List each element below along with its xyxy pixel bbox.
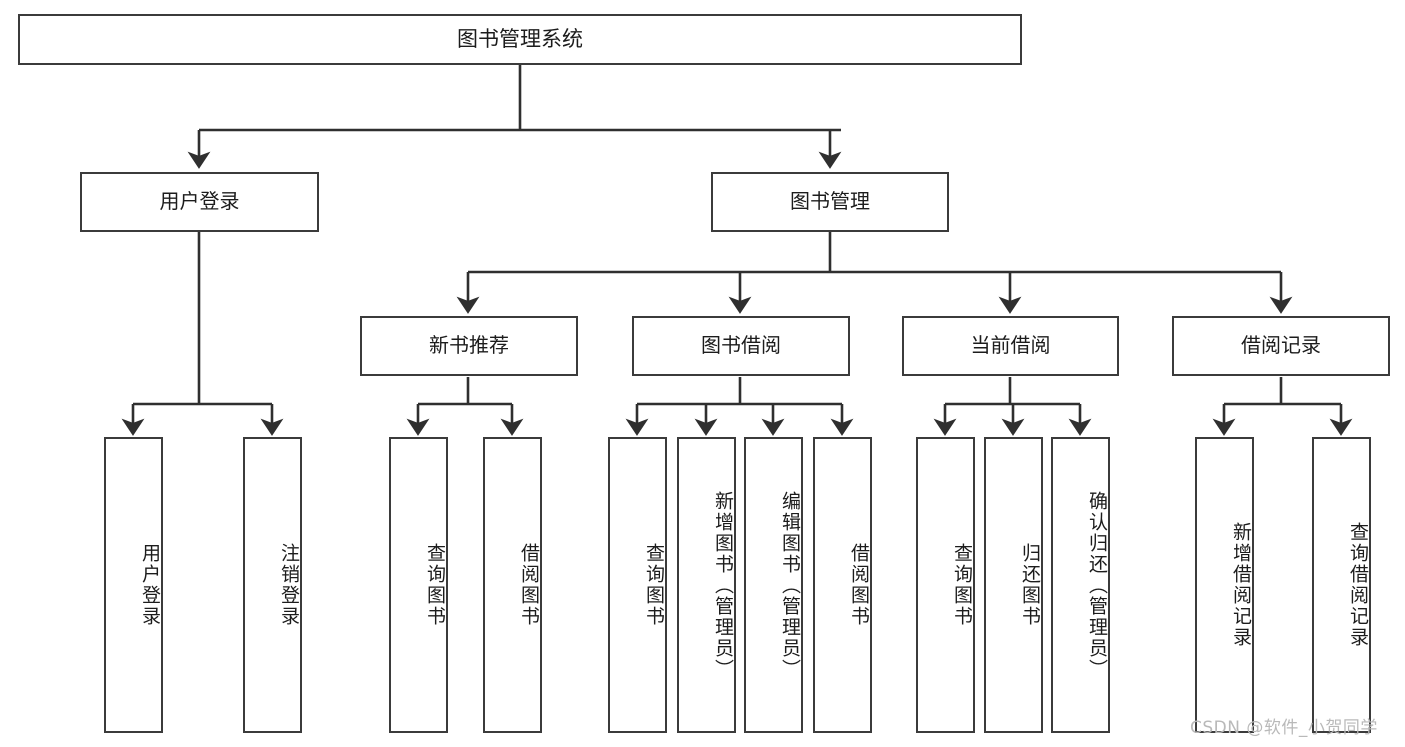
node-root-book-management-system[interactable]: 图书管理系统 — [18, 14, 1022, 65]
csdn-watermark: CSDN @软件_小贺同学 — [1190, 718, 1378, 738]
node-borrow-record[interactable]: 借阅记录 — [1172, 316, 1390, 376]
leaf-borrow-book-recommend[interactable]: 借阅图书 — [483, 437, 542, 733]
leaf-confirm-return-admin[interactable]: 确认归还（管理员） — [1051, 437, 1110, 733]
leaf-add-book-admin[interactable]: 新增图书（管理员） — [677, 437, 736, 733]
node-new-book-recommend[interactable]: 新书推荐 — [360, 316, 578, 376]
node-label: 当前借阅 — [970, 333, 1051, 358]
node-label: 用户登录 — [139, 543, 161, 627]
node-label: 新增借阅记录 — [1230, 522, 1252, 648]
node-label: 注销登录 — [278, 543, 300, 627]
node-label: 归还图书 — [1019, 543, 1041, 627]
node-label: 新书推荐 — [429, 333, 509, 358]
leaf-query-borrow-record[interactable]: 查询借阅记录 — [1312, 437, 1371, 733]
node-label: 编辑图书（管理员） — [779, 490, 801, 680]
node-label: 图书管理系统 — [457, 27, 583, 52]
node-user-login[interactable]: 用户登录 — [80, 172, 319, 232]
node-book-borrow[interactable]: 图书借阅 — [632, 316, 850, 376]
leaf-query-book-current[interactable]: 查询图书 — [916, 437, 975, 733]
node-label: 图书管理 — [790, 189, 870, 214]
leaf-add-borrow-record[interactable]: 新增借阅记录 — [1195, 437, 1254, 733]
leaf-query-book-borrow[interactable]: 查询图书 — [608, 437, 667, 733]
node-label: 查询图书 — [424, 543, 446, 627]
node-label: 借阅图书 — [518, 543, 540, 627]
node-book-management[interactable]: 图书管理 — [711, 172, 949, 232]
leaf-borrow-book[interactable]: 借阅图书 — [813, 437, 872, 733]
node-label: 新增图书（管理员） — [712, 490, 734, 680]
node-label: 查询借阅记录 — [1347, 522, 1369, 648]
node-label: 借阅图书 — [848, 543, 870, 627]
leaf-user-login[interactable]: 用户登录 — [104, 437, 163, 733]
node-label: 查询图书 — [951, 543, 973, 627]
node-current-borrow[interactable]: 当前借阅 — [902, 316, 1119, 376]
leaf-user-logout[interactable]: 注销登录 — [243, 437, 302, 733]
node-label: 查询图书 — [643, 543, 665, 627]
node-label: 图书借阅 — [701, 333, 781, 358]
node-label: 借阅记录 — [1241, 333, 1321, 358]
leaf-edit-book-admin[interactable]: 编辑图书（管理员） — [744, 437, 803, 733]
leaf-return-book[interactable]: 归还图书 — [984, 437, 1043, 733]
node-label: 确认归还（管理员） — [1086, 490, 1108, 680]
node-label: 用户登录 — [159, 189, 240, 214]
leaf-query-book-recommend[interactable]: 查询图书 — [389, 437, 448, 733]
